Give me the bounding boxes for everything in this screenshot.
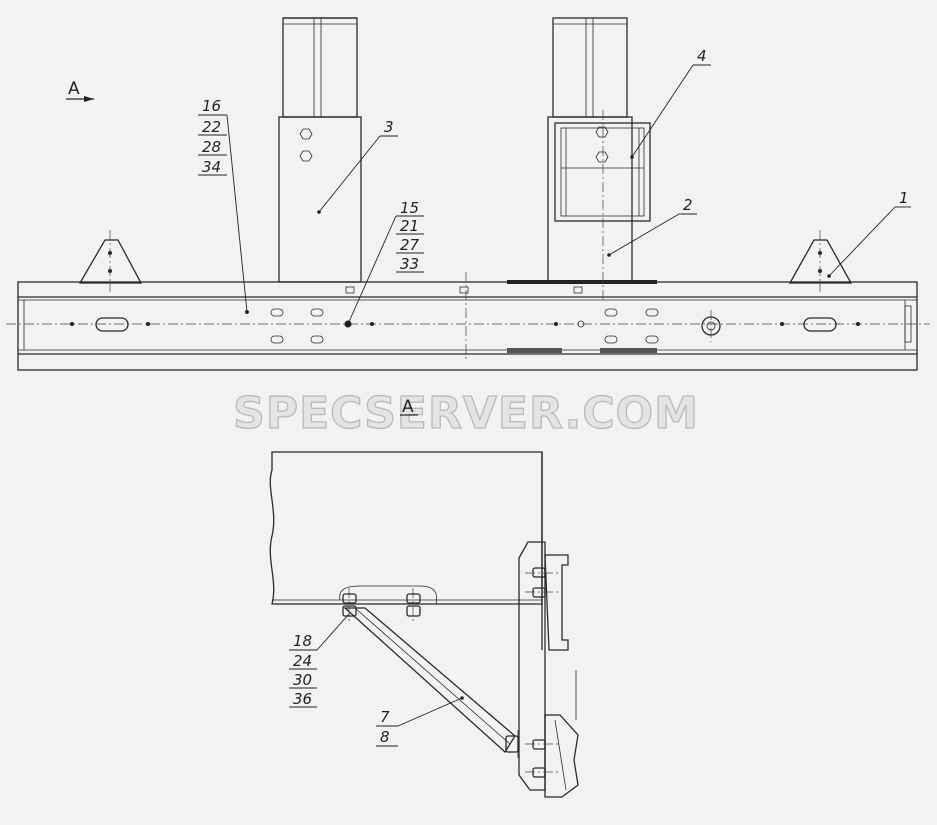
svg-text:4: 4: [697, 47, 707, 65]
callout-27: 27: [400, 236, 420, 254]
section-title: A: [402, 397, 414, 417]
callout-7: 7: [380, 708, 390, 726]
callout-2: 2: [607, 196, 697, 257]
callout-18: 18: [293, 632, 312, 650]
callout-4: 4: [630, 47, 711, 159]
callout-24: 24: [293, 652, 312, 670]
callout-21: 21: [400, 217, 419, 235]
callout-3: 3: [317, 118, 398, 214]
view-marker-label: A: [68, 79, 80, 99]
post-left: [278, 17, 362, 283]
callout-36: 36: [293, 690, 312, 708]
gusset-left: [78, 230, 143, 292]
section-view: [269, 451, 579, 798]
callout-30: 30: [293, 671, 312, 689]
watermark: SPECSERVER.COM: [233, 388, 699, 439]
main-beam: [6, 272, 930, 371]
callout-22: 22: [202, 118, 221, 136]
callout-28: 28: [202, 138, 221, 156]
gusset-right: [788, 230, 853, 292]
callout-stack-18: 18 24 30 36: [289, 613, 350, 708]
callout-stack-7: 7 8: [376, 696, 464, 747]
callout-stack-16: 16 22 28 34: [198, 97, 248, 313]
post-right: [547, 17, 651, 300]
callout-stack-15: 15 21 27 33: [347, 199, 424, 325]
svg-text:1: 1: [899, 189, 909, 207]
svg-text:2: 2: [683, 196, 693, 214]
callout-33: 33: [400, 255, 419, 273]
view-marker-a: A: [66, 79, 94, 102]
svg-text:3: 3: [384, 118, 394, 136]
callout-8: 8: [380, 728, 390, 746]
callout-34: 34: [202, 158, 221, 176]
callout-15: 15: [400, 199, 419, 217]
callout-16: 16: [202, 97, 221, 115]
beam-holes: [70, 308, 860, 344]
callout-1: 1: [827, 189, 911, 278]
